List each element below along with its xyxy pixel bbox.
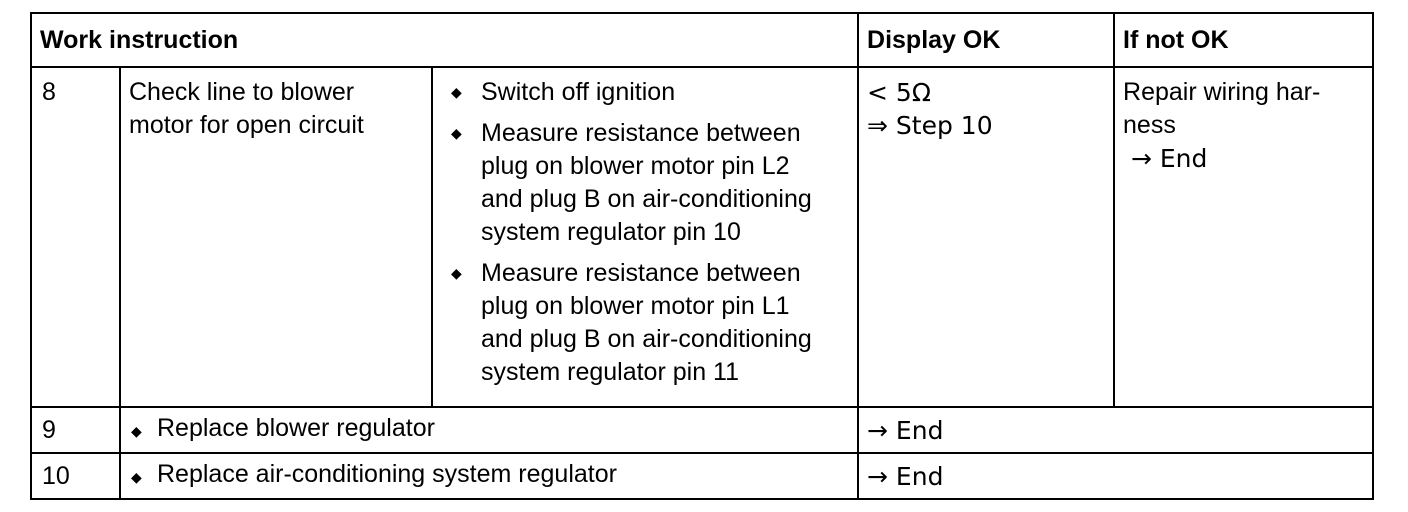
header-if-not-ok: If not OK [1113, 12, 1375, 68]
text-line: Check line to blower [129, 78, 355, 106]
check-description: Check line to blower motor for open circ… [119, 66, 433, 408]
header-display-ok: Display OK [857, 12, 1116, 68]
text-line: and plug B on air-conditioning [481, 185, 812, 213]
table-row: 8 Check line to blower motor for open ci… [30, 66, 1375, 408]
text-line: < 5Ω [867, 78, 931, 107]
instruction-text: Replace blower regulator [157, 414, 435, 442]
text-line: ness [1123, 111, 1176, 139]
if-not-ok-cell: Repair wiring har- ness → End [1113, 66, 1375, 408]
text-line: → End [1123, 144, 1208, 173]
diamond-bullet-icon: ◆ [451, 265, 462, 281]
text-line: ⇒ Step 10 [867, 111, 993, 140]
work-instruction-table: Work instruction Display OK If not OK 8 … [29, 12, 1375, 500]
text-line: system regulator pin 11 [481, 358, 739, 386]
diamond-bullet-icon: ◆ [451, 125, 462, 141]
display-ok-cell: → End [857, 406, 1375, 454]
text-line: plug on blower motor pin L2 [481, 152, 790, 180]
display-ok-cell: → End [857, 452, 1375, 500]
list-item: ◆ Measure resistance between plug on blo… [441, 257, 849, 389]
diamond-bullet-icon: ◆ [131, 469, 142, 485]
list-item: ◆ Switch off ignition [441, 76, 849, 109]
text-line: motor for open circuit [129, 111, 364, 139]
text-line: Measure resistance between [481, 259, 801, 287]
text-line: plug on blower motor pin L1 [481, 292, 790, 320]
display-ok-cell: < 5Ω ⇒ Step 10 [857, 66, 1116, 408]
text-line: Measure resistance between [481, 119, 801, 147]
step-number: 8 [30, 66, 121, 408]
text-line: Repair wiring har- [1123, 78, 1321, 106]
step-number: 10 [30, 452, 121, 500]
instruction-cell: ◆ Replace blower regulator [118, 406, 860, 454]
list-item: ◆ Measure resistance between plug on blo… [441, 117, 849, 249]
diamond-bullet-icon: ◆ [451, 84, 462, 100]
header-work-instruction: Work instruction [29, 12, 860, 68]
header-row: Work instruction Display OK If not OK [29, 12, 1375, 68]
text-line: Switch off ignition [481, 78, 676, 106]
text-line: system regulator pin 10 [481, 218, 741, 246]
table-row: 9 ◆ Replace blower regulator → End [30, 406, 1375, 454]
diamond-bullet-icon: ◆ [131, 423, 142, 439]
instruction-bullets: ◆ Switch off ignition ◆ Measure resistan… [430, 66, 860, 408]
table-row: 10 ◆ Replace air-conditioning system regu… [30, 452, 1375, 500]
step-number: 9 [30, 406, 121, 454]
instruction-cell: ◆ Replace air-conditioning system regulat… [118, 452, 860, 500]
instruction-text: Replace air-conditioning system regulato… [157, 460, 617, 488]
text-line: and plug B on air-conditioning [481, 325, 812, 353]
